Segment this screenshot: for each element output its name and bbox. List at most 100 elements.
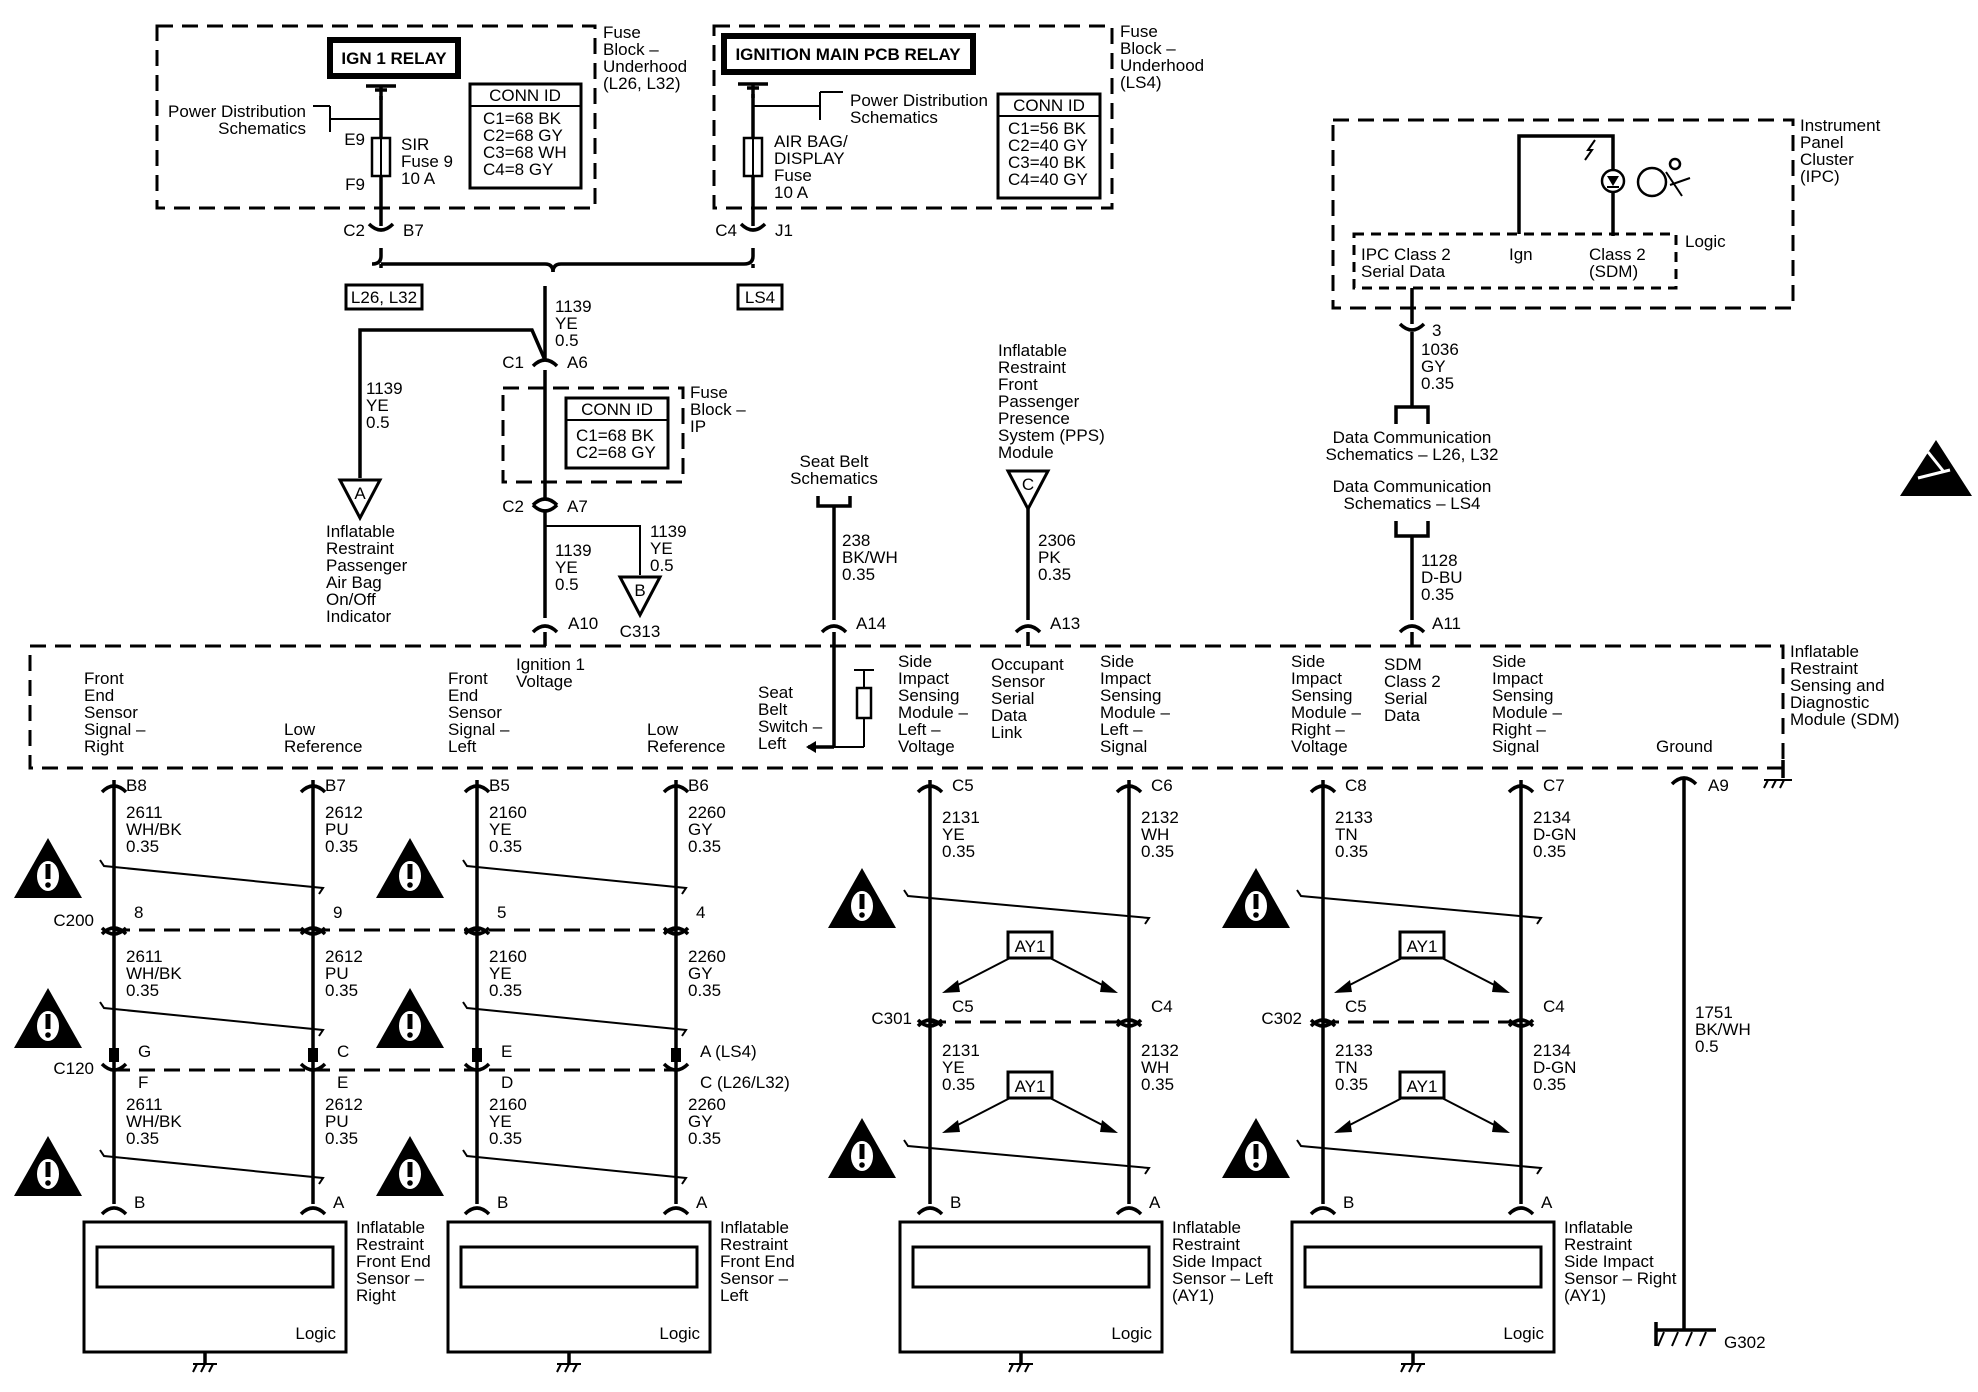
conn-id-title-ip: CONN ID [581,400,653,419]
seg2-color: D-GN [1533,1058,1576,1077]
seg1-circuit: 2133 [1335,808,1373,827]
warning-icon [14,1136,82,1196]
branch-a-label-4: Air Bag [326,573,382,592]
sensor-inner [459,1245,699,1289]
ign1-relay-label: IGN 1 RELAY [341,49,447,68]
mid-pin: C5 [952,997,974,1016]
conn-c302-label: C302 [1261,1009,1302,1028]
sdm-label-lr1-1: Low [284,720,316,739]
seg1-gauge: 0.35 [489,837,522,856]
ipc-title-4: (IPC) [1800,167,1840,186]
seg3-gauge: 0.35 [688,1129,721,1148]
twisted-pair-line [903,1139,1151,1175]
pin-f9: F9 [345,175,365,194]
airbag-lamp-icon [1584,139,1626,194]
pps-label-7: Module [998,443,1054,462]
seg1-color: PU [325,820,349,839]
warning-bar [1253,894,1259,909]
sensor-ground-hatch [556,1363,578,1373]
seg3-color: YE [489,1112,512,1131]
data-lower-color: D-BU [1421,568,1463,587]
seg1-color: WH/BK [126,820,182,839]
seg2-gauge: 0.35 [1335,1075,1368,1094]
end-pin: B [950,1193,961,1212]
sdm-label-fr-3: Sensor [84,703,138,722]
seg2-circuit: 2131 [942,1041,980,1060]
sdm-label-srv-4: Module – [1291,703,1361,722]
end-pin: B [1343,1193,1354,1212]
seg2-color: PU [325,964,349,983]
end-pin-arc [916,1206,944,1216]
warning-bar [407,1014,413,1029]
pps-gauge: 0.35 [1038,565,1071,584]
c120-block [671,1048,681,1062]
branch-b-gauge: 0.5 [650,556,674,575]
c120-pin-bottom: E [337,1073,348,1092]
branch-a-label-1: Inflatable [326,522,395,541]
sensor-logic: Logic [295,1324,336,1343]
sdm-pin: C8 [1345,776,1367,795]
ign-sdm-color: YE [555,558,578,577]
sdm-label-srv-6: Voltage [1291,737,1348,756]
sdm-pin-a11: A11 [1432,614,1461,633]
conn-id-l26-c4: C4=8 GY [483,160,553,179]
ip-pin-a7: A7 [567,497,588,516]
end-pin-arc [1309,1206,1337,1216]
ay1-arrowhead-right [1100,980,1118,993]
seg2-gauge: 0.35 [1533,1075,1566,1094]
ref-a: A [354,484,366,503]
mid-pin: C4 [1151,997,1173,1016]
seg2-circuit: 2260 [688,947,726,966]
sdm-pin-a9: A9 [1708,776,1729,795]
sdm-label-fl-4: Signal – [448,720,510,739]
sdm-label-slv-1: Side [898,652,932,671]
warning-icon [14,838,82,898]
warning-dot [859,912,865,918]
sensor-label-1: Restraint [1564,1235,1632,1254]
fuse-block-l26-title-4: (L26, L32) [603,74,681,93]
sensor-label-0: Inflatable [1172,1218,1241,1237]
ipc-title-3: Cluster [1800,150,1854,169]
c200-pin: 5 [497,903,506,922]
ay1-arrowhead-left [942,980,960,993]
warning-icon [828,868,896,928]
sensor-label-4: (AY1) [1172,1286,1214,1305]
seg2-gauge: 0.35 [325,981,358,1000]
fuse-block-l26-title-1: Fuse [603,23,641,42]
pps-label-6: System (PPS) [998,426,1105,445]
sensor-logic: Logic [1503,1324,1544,1343]
branch-a-color: YE [366,396,389,415]
sdm-label-fl-5: Left [448,737,477,756]
warning-bar [859,894,865,909]
warning-icon [828,1118,896,1178]
sdm-pin: C7 [1543,776,1565,795]
sdm-label-fr-5: Right [84,737,124,756]
ay1-arrowhead-right [1100,1120,1118,1133]
seg3-color: WH/BK [126,1112,182,1131]
twisted-pair-line [462,1149,688,1185]
seat-belt-label-2: Schematics [790,469,878,488]
ay1-group: AY1 [942,930,1118,993]
sensor-ground-hatch [1008,1363,1030,1373]
warning-icon [1222,1118,1290,1178]
pps-circuit-num: 2306 [1038,531,1076,550]
end-pin-arc [662,1206,690,1216]
mid-arc-top [1115,1018,1143,1028]
conn-id-ls4-c2: C2=40 GY [1008,136,1088,155]
sensor-label-3: Sensor – Right [1564,1269,1677,1288]
sdm-label-srs-5: Right – [1492,720,1546,739]
ground-g302-label: G302 [1724,1333,1766,1352]
sensor-label-2: Front End [356,1252,431,1271]
conn-id-l26-c1: C1=68 BK [483,109,562,128]
sdm-label-occ-1: Occupant [991,655,1064,674]
conn-c120-label: C120 [53,1059,94,1078]
sensor-label-1: Restraint [1172,1235,1240,1254]
end-pin: A [696,1193,708,1212]
pps-label-2: Restraint [998,358,1066,377]
seg1-color: YE [489,820,512,839]
end-pin: A [1541,1193,1553,1212]
conn-id-ls4-c3: C3=40 BK [1008,153,1087,172]
ay1-arrowhead-left [942,1120,960,1133]
sdm-label-sls-5: Left – [1100,720,1143,739]
